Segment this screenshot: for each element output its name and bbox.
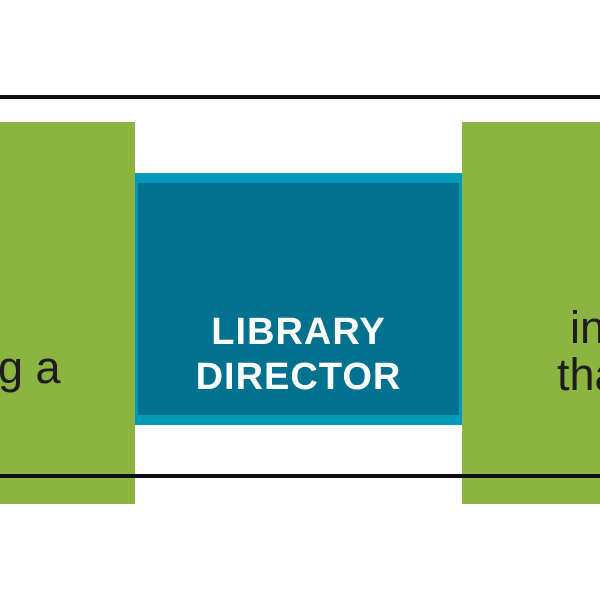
library-director-box: LIBRARY DIRECTOR (135, 173, 462, 425)
right-box-text-fragment-line1: in (570, 302, 600, 353)
left-box-text-fragment: g a (0, 342, 61, 393)
library-director-title-line1: LIBRARY (211, 311, 386, 353)
right-box-text-fragment-line2: tha (557, 349, 600, 400)
library-director-title-line2: DIRECTOR (195, 356, 402, 398)
top-horizontal-rule (0, 95, 600, 99)
right-green-box (462, 122, 600, 504)
library-director-title: LIBRARY DIRECTOR (135, 310, 462, 400)
bottom-horizontal-rule (0, 474, 600, 478)
left-green-box (0, 122, 135, 504)
library-director-box-inner-panel (138, 183, 459, 415)
right-box-text-fragment: in tha (557, 304, 600, 398)
